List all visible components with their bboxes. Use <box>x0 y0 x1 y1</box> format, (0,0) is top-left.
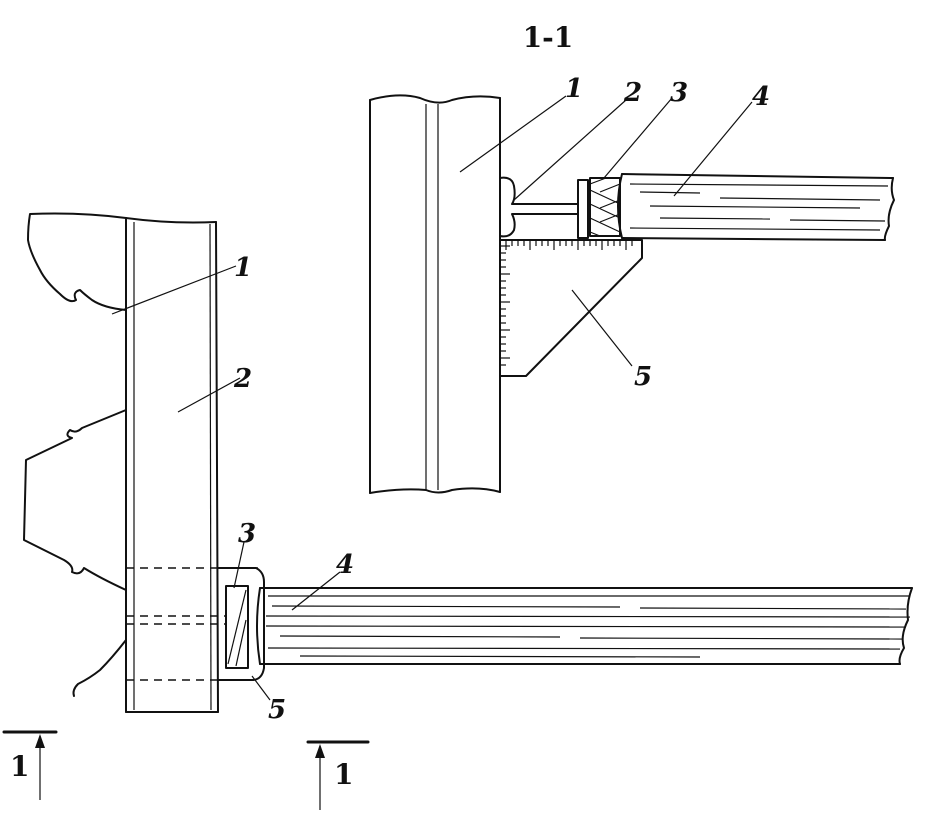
front-label-1: 1 <box>234 253 252 283</box>
section-label-5: 5 <box>634 362 652 392</box>
section-title: 1-1 <box>523 21 574 54</box>
cut-label-left: 1 <box>10 750 29 783</box>
section-view: 1 2 3 4 5 <box>369 74 895 494</box>
cut-mark-left: 1 <box>2 730 58 800</box>
leader-f5 <box>251 675 271 701</box>
front-label-4: 4 <box>336 550 354 580</box>
leader-s1 <box>459 95 567 173</box>
cut-arrow-left-icon <box>35 734 45 748</box>
section-bracket <box>499 176 589 239</box>
front-view: 1 2 3 4 5 <box>23 212 913 725</box>
front-gasket <box>225 585 249 669</box>
leader-s2 <box>513 99 627 201</box>
section-label-2: 2 <box>623 78 642 108</box>
section-column <box>369 94 501 494</box>
front-column <box>125 217 219 713</box>
section-label-1: 1 <box>565 74 583 104</box>
front-bracket <box>217 567 265 681</box>
leader-f2 <box>177 377 241 413</box>
leader-f4 <box>291 571 341 611</box>
leader-s3 <box>603 97 673 179</box>
front-panel <box>256 587 913 665</box>
cut-mark-right: 1 <box>306 740 370 810</box>
cut-label-right: 1 <box>334 758 353 791</box>
leader-s4 <box>673 101 753 197</box>
front-label-3: 3 <box>238 519 256 549</box>
front-profiled-sheet <box>27 212 127 311</box>
leader-f1 <box>111 265 237 315</box>
leader-f3 <box>233 541 245 589</box>
section-panel <box>617 173 895 241</box>
leader-s5 <box>571 289 633 367</box>
section-gasket <box>589 177 621 237</box>
front-label-5: 5 <box>268 695 286 725</box>
cut-arrow-right-icon <box>315 744 325 758</box>
front-label-2: 2 <box>233 364 252 394</box>
section-label-3: 3 <box>670 78 688 108</box>
section-label-4: 4 <box>752 82 770 112</box>
section-support <box>499 239 643 377</box>
